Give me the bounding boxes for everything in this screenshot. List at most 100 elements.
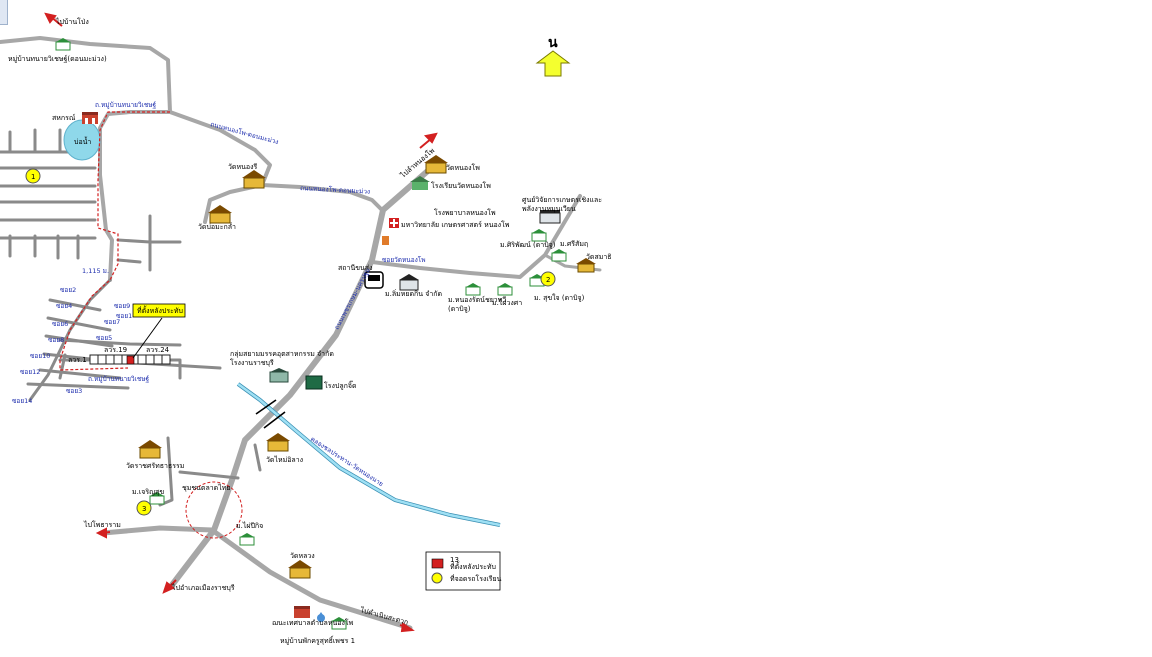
label-pond: บ่อน้ำ — [74, 135, 91, 146]
road-mid-east — [260, 183, 384, 212]
house-icon — [55, 38, 71, 51]
house-icon — [149, 492, 165, 505]
route-path — [59, 111, 170, 371]
soi-label: ซอย14 — [12, 397, 32, 405]
dest-ban-pong: ไปบ้านโป่ง — [55, 17, 89, 26]
village-icons — [55, 38, 567, 630]
window-tab — [0, 0, 8, 25]
temple-icon — [266, 433, 290, 452]
irrigation-canal — [236, 382, 501, 527]
house-icon — [497, 283, 513, 296]
house-icon — [531, 229, 547, 242]
road-to-damnoen — [209, 527, 413, 631]
callout-text: ที่ตั้งหลังประทับ — [137, 304, 183, 315]
label-village-right-b: ม.ศรีสัมฤ — [560, 240, 588, 248]
legend-yellow-label: ที่จอดรถโรงเรียน — [450, 574, 502, 583]
target-location[interactable]: ที่ตั้งหลังประทับ — [89, 303, 186, 365]
callout-pointer — [132, 317, 163, 359]
callout-box — [132, 303, 186, 318]
label-wat-luang: วัดหลวง — [290, 552, 315, 560]
hospital-icon — [389, 218, 399, 228]
label-village-right-a: ม.ศิริพัฒน์ (ดาบิจู) — [500, 241, 556, 249]
soi-label: ซอย7 — [104, 318, 120, 326]
soi-label: ซอย1 — [116, 312, 132, 320]
market-circle — [185, 481, 243, 539]
label-village-charoen: ม.เจริญสุข — [132, 488, 164, 496]
label-research-center: ศูนย์วิจัยการเกษตรเชิงและพลังงานหมุนเวีย… — [522, 196, 602, 213]
soi-label: ซอย2 — [60, 286, 76, 294]
label-wat-khao: วัดหนองรี — [228, 163, 257, 171]
legend-red-swatch — [431, 558, 444, 569]
legend-yellow-swatch — [431, 572, 443, 584]
label-distance: 1,115 ม. — [82, 267, 109, 275]
left-subdivision — [0, 128, 182, 272]
label-village-nong-rat: ม.หนองรัตน์ชยาทวี(ดาบิจู) — [448, 296, 506, 313]
research-center-icon — [539, 210, 561, 224]
label-village-sukjai: ม. สุขใจ (ดาบิจู) — [534, 293, 585, 302]
south-subdivision — [26, 278, 222, 402]
soi-label: ซอย8 — [48, 336, 64, 344]
soi-label: ซอย10 — [30, 352, 50, 360]
soi-label: ซอย5 — [96, 334, 112, 342]
label-wat-ratcha: วัดราชศรัทธาธรรม — [126, 462, 184, 470]
marker-1 — [25, 168, 41, 184]
svg-text:1: 1 — [31, 173, 35, 181]
dest-photharam: ไปโพธาราม — [83, 520, 121, 529]
temple-icon — [208, 205, 232, 224]
label-road-main: ถนนเพชรเกษม-นครปฐม — [333, 267, 372, 331]
label-wat-nong-pho: วัดหนองโพ — [446, 163, 480, 172]
temple-icon — [576, 258, 596, 273]
svg-text:น: น — [548, 35, 558, 51]
house-icon — [465, 283, 481, 296]
marker-2 — [540, 271, 556, 287]
labels: ไปบ้านโป่ง หมู่บ้านทนายวิเชษฐ์(ดอนมะม่วง… — [8, 17, 612, 645]
soi-label: ซอย9 — [114, 302, 130, 310]
label-wat-bo: วัดบ่อมะกล่ำ — [198, 222, 236, 231]
soi-label: ซอย3 — [66, 387, 82, 395]
label-village-mai-in: ม.ไผ่ปีกิจ — [236, 521, 263, 530]
label-village-bottom: หมู่บ้านพักครูสุทธิ์เพชร 1 — [280, 635, 355, 645]
temple-icon — [242, 170, 266, 189]
yellow-markers: 1 2 3 — [25, 168, 556, 516]
soi-label: ซอย6 — [52, 320, 68, 328]
misc-buildings — [82, 112, 561, 622]
marker-3 — [136, 500, 152, 516]
dest-ratchaburi: ไปอำเภอเมืองราชบุรี — [171, 583, 235, 592]
road-lower-link — [178, 470, 240, 480]
label-sugar-group: กลุ่มสยามมรรคอุตสาหกรรม จำกัดโรงงานราชบุ… — [230, 350, 334, 367]
label-wat-samadi: วัดสมาธิ — [586, 253, 612, 261]
temple-icon — [424, 155, 448, 174]
legend-red-number: 13 — [450, 556, 459, 564]
label-village-top: หมู่บ้านทนายวิเชษฐ์(ดอนมะม่วง) — [8, 55, 107, 63]
house-icon — [551, 249, 567, 262]
temple-icons — [138, 155, 596, 579]
gas-icon — [382, 236, 389, 245]
label-road-b: ถนนหนองโพ-ดอนมะม่วง — [300, 184, 371, 196]
house-icon — [331, 617, 347, 630]
north-arrow: น — [535, 35, 571, 77]
soi-label: ซอย12 — [20, 368, 40, 376]
road-soi-tai — [370, 194, 582, 279]
label-university: มหาวิทยาลัย เกษตรศาสตร์ หนองโพ — [401, 220, 510, 229]
main-highway — [169, 159, 441, 588]
lot-label: ลวร.24 — [146, 346, 170, 354]
paper-factory-icon — [305, 375, 323, 390]
legend-red-label: ที่ตั้งหลังประทับ — [450, 560, 496, 571]
water-drop-icon — [317, 612, 325, 622]
label-lane-bottom: ถ.หมู่บ้านทนายวิเชษฐ์ — [88, 375, 150, 383]
label-cooperative: สหกรณ์ — [52, 114, 76, 122]
label-wat-mai: วัดไหม่อิลาง — [266, 455, 303, 464]
label-bus-station: สถานีขนส่ง — [338, 264, 373, 272]
target-marker — [126, 355, 135, 365]
label-dairy: ม.ลิ่มหยดกิน จำกัด — [385, 289, 442, 298]
label-village-wongsa: ม.ไผ่วงศา — [492, 298, 522, 307]
soi-label: ซอย4 — [56, 302, 72, 310]
temple-icon — [288, 560, 312, 579]
lot-label: ลวร.19 — [104, 346, 127, 354]
road-wat-mai — [253, 443, 262, 472]
bus-icon — [364, 271, 384, 289]
factory-icon — [269, 368, 289, 383]
label-district-office: ฌนะเทศบาลตำบลหนองโพ — [272, 618, 354, 627]
label-paper-factory: โรงปลูกจิ๊ด — [324, 380, 357, 390]
